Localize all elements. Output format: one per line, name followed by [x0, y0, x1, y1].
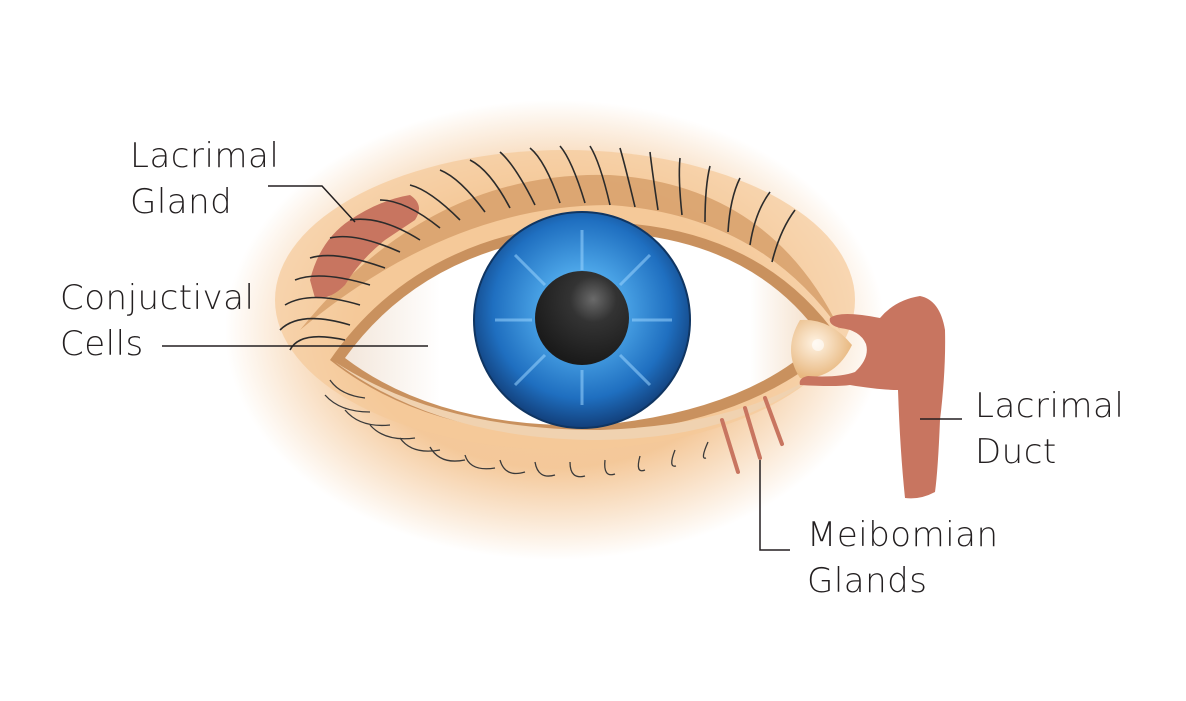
leader-meibomian-glands [759, 460, 790, 551]
upper-lashes [279, 145, 796, 351]
label-lacrimal-duct: Lacrimal Duct [975, 386, 1125, 472]
meibomian-glands-shape [720, 396, 784, 474]
lacrimal-gland-shape [310, 195, 419, 299]
label-meibomian-glands: Meibomian Glands [807, 515, 999, 601]
leader-lacrimal-gland [268, 185, 356, 223]
label-lacrimal-gland: Lacrimal Gland [130, 136, 280, 222]
pupil [535, 271, 629, 365]
lower-lashes [324, 379, 709, 478]
label-conjunctival-cells: Conjuctival Cells [60, 278, 255, 364]
lacrimal-duct-shape [799, 296, 946, 499]
leader-lines [162, 185, 962, 551]
